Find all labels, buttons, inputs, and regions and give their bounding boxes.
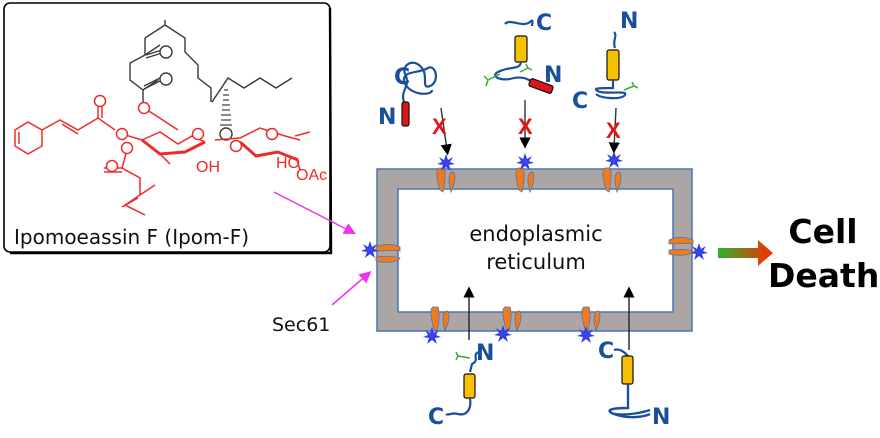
terminal-n-5: N (652, 405, 670, 430)
glycan-icon (623, 81, 639, 91)
er-label-line1: endoplasmic (469, 222, 603, 246)
terminal-c-3: C (572, 89, 588, 114)
substrate-type3 (594, 31, 639, 100)
terminal-c-2: C (536, 11, 552, 36)
glycan-icon (519, 63, 533, 73)
er-label-line2: reticulum (486, 250, 586, 274)
substrate-type2 (483, 19, 554, 94)
block-mark-3: X (606, 118, 621, 143)
tm-segment (621, 355, 634, 385)
cinnamate-o (115, 127, 129, 141)
tm-segment (463, 373, 476, 399)
angelate-o (120, 141, 134, 155)
oh-label: OH (196, 159, 220, 176)
glycosidic-o (229, 139, 243, 153)
ester-o (159, 72, 173, 86)
block-mark-2: X (518, 114, 533, 139)
outcome-line1: Cell (788, 212, 858, 251)
sec61-label: Sec61 (272, 314, 331, 336)
angelate-co (105, 159, 119, 173)
terminal-n-2: N (544, 63, 562, 88)
terminal-c-5: C (598, 339, 614, 364)
block-mark-1: X (432, 114, 447, 139)
glycan-icon (483, 73, 501, 87)
terminal-n-1: N (378, 105, 396, 130)
ho-label: HO (276, 155, 300, 172)
ring2-o (265, 127, 279, 141)
oac-label: OAc (296, 167, 327, 184)
glycosidic-o-grey (219, 127, 233, 141)
tm-segment (606, 49, 620, 81)
ring1-o (191, 127, 205, 141)
substrate-translocated-2 (608, 348, 651, 419)
outcome-line2: Death (768, 256, 880, 295)
cell-death-arrow (718, 240, 773, 266)
hashed-bond (220, 89, 232, 126)
signal-sequence (401, 101, 410, 127)
terminal-c-4: C (428, 405, 444, 430)
macrocycle-chain (129, 20, 293, 108)
structure-frame-shadow (10, 7, 333, 255)
cinnamate-co (93, 94, 107, 108)
pointer-sec61-arrow (331, 271, 372, 306)
tm-segment (514, 35, 528, 63)
structure-name: Ipomoeassin F (Ipom-F) (14, 225, 250, 249)
structure-frame (3, 2, 331, 253)
er-membrane (376, 168, 693, 332)
ketone-o (159, 45, 173, 59)
substrate-translocated-1 (445, 351, 479, 416)
terminal-c-1: C (394, 65, 410, 90)
blocked-arrows (440, 100, 620, 156)
substrate-secretory (401, 61, 437, 127)
terminal-n-3: N (620, 9, 638, 34)
signal-anchor (528, 78, 554, 94)
glycan-icon (455, 351, 471, 361)
structure-panel: OH HO OAc (3, 2, 333, 255)
c6-o (137, 101, 151, 115)
pointer-ipomf-arrow (273, 191, 357, 235)
terminal-n-4: N (476, 341, 494, 366)
